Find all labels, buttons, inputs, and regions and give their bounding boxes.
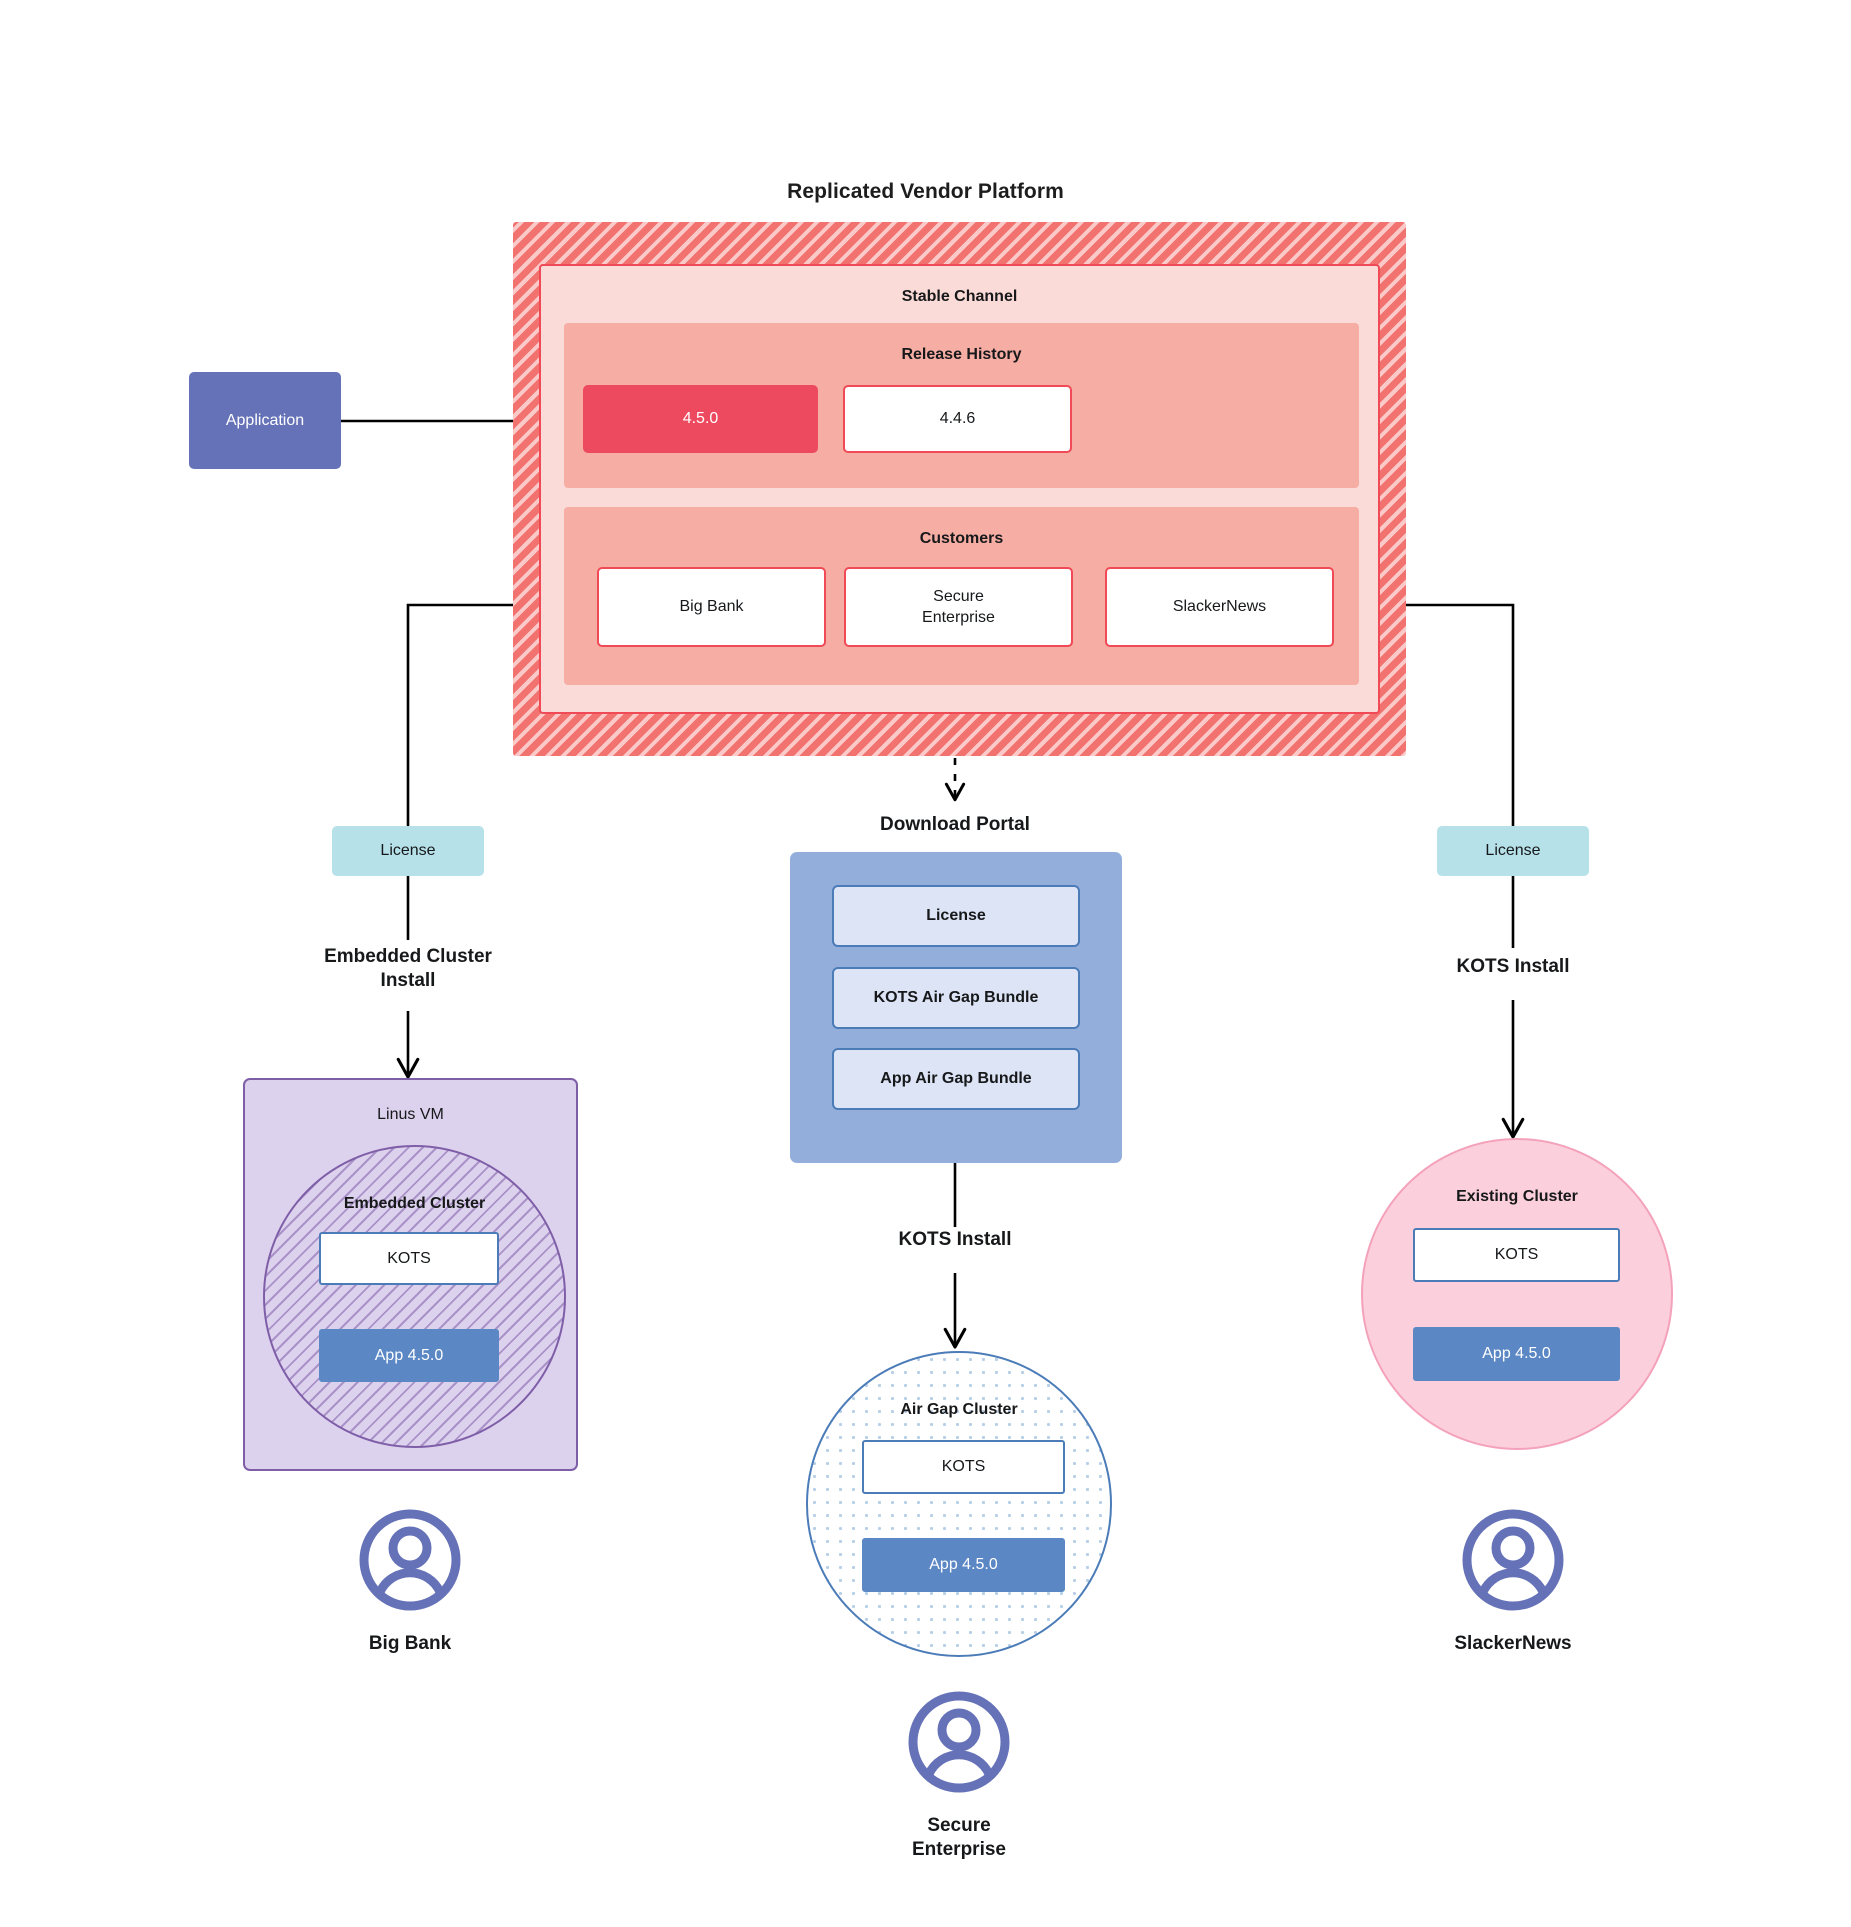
stable-channel-panel: Stable Channel Release History 4.5.0 4.4… [539, 264, 1380, 714]
avatar [1363, 1508, 1663, 1612]
portal-item-label: KOTS Air Gap Bundle [873, 989, 1039, 1006]
flow-label-kots-install-center: KOTS Install [898, 1229, 1012, 1250]
app-chip-air-gap-cluster[interactable]: App 4.5.0 [862, 1538, 1065, 1592]
page-title: Replicated Vendor Platform [787, 180, 1064, 203]
persona-secure-enterprise: Secure Enterprise [809, 1690, 1109, 1862]
license-label: License [380, 842, 436, 859]
download-portal-title: Download Portal [880, 814, 1030, 835]
embedded-cluster-title: Embedded Cluster [343, 1195, 486, 1212]
flow-label-embedded-cluster-install: Embedded Cluster Install [324, 946, 492, 991]
kots-label: KOTS [1494, 1246, 1539, 1263]
persona-big-bank: Big Bank [260, 1508, 560, 1656]
customers-title: Customers [919, 530, 1004, 547]
persona-name-label: Big Bank [368, 1633, 452, 1654]
flow-label-kots-install-right: KOTS Install [1456, 956, 1570, 977]
release-chip-current[interactable]: 4.5.0 [583, 385, 818, 453]
app-version-label: App 4.5.0 [1482, 1345, 1551, 1362]
air-gap-cluster-title: Air Gap Cluster [900, 1401, 1018, 1418]
kots-chip-existing-cluster[interactable]: KOTS [1413, 1228, 1620, 1282]
download-portal-box: License KOTS Air Gap Bundle App Air Gap … [790, 852, 1122, 1163]
app-version-label: App 4.5.0 [374, 1346, 444, 1364]
kots-label: KOTS [387, 1249, 431, 1267]
portal-item-app-air-gap-bundle[interactable]: App Air Gap Bundle [832, 1048, 1080, 1110]
application-box[interactable]: Application [189, 372, 341, 469]
linux-vm-title: Linus VM [377, 1106, 444, 1123]
embedded-cluster-circle: Embedded Cluster [263, 1145, 566, 1448]
existing-cluster-title: Existing Cluster [1456, 1188, 1578, 1205]
persona-name-label: Secure Enterprise [912, 1815, 1006, 1860]
release-version-label: 4.5.0 [682, 410, 719, 427]
release-history-panel: Release History 4.5.0 4.4.6 [564, 323, 1359, 488]
customer-name-label: Big Bank [679, 598, 744, 616]
portal-item-label: License [926, 907, 986, 924]
app-chip-embedded-cluster[interactable]: App 4.5.0 [319, 1329, 499, 1382]
kots-chip-embedded-cluster[interactable]: KOTS [319, 1232, 499, 1285]
existing-cluster-circle: Existing Cluster [1361, 1138, 1673, 1450]
release-history-title: Release History [901, 346, 1022, 363]
release-chip-previous[interactable]: 4.4.6 [843, 385, 1072, 453]
release-version-label: 4.4.6 [939, 410, 976, 427]
customers-panel: Customers Big Bank Secure Enterprise Sla… [564, 507, 1359, 685]
app-chip-existing-cluster[interactable]: App 4.5.0 [1413, 1327, 1620, 1381]
vendor-platform-container: Stable Channel Release History 4.5.0 4.4… [513, 222, 1406, 756]
application-label: Application [225, 411, 305, 429]
license-chip-right[interactable]: License [1437, 826, 1589, 876]
avatar [260, 1508, 560, 1612]
customer-chip-slackernews[interactable]: SlackerNews [1105, 567, 1334, 647]
portal-item-license[interactable]: License [832, 885, 1080, 947]
customer-chip-big-bank[interactable]: Big Bank [597, 567, 826, 647]
app-version-label: App 4.5.0 [929, 1556, 998, 1573]
user-avatar-icon [359, 1509, 461, 1611]
license-label: License [1485, 842, 1541, 859]
air-gap-cluster-circle: Air Gap Cluster [806, 1351, 1112, 1657]
user-avatar-icon [908, 1691, 1010, 1793]
kots-chip-air-gap-cluster[interactable]: KOTS [862, 1440, 1065, 1494]
user-avatar-icon [1462, 1509, 1564, 1611]
customer-name-label: SlackerNews [1172, 598, 1267, 616]
linux-vm-box: Linus VM Embedded Cluster [243, 1078, 578, 1471]
persona-name-label: SlackerNews [1454, 1633, 1572, 1654]
avatar [809, 1690, 1109, 1794]
customer-chip-secure-enterprise[interactable]: Secure Enterprise [844, 567, 1073, 647]
persona-slackernews: SlackerNews [1363, 1508, 1663, 1656]
stable-channel-title: Stable Channel [901, 288, 1018, 305]
license-chip-left[interactable]: License [332, 826, 484, 876]
portal-item-label: App Air Gap Bundle [880, 1070, 1032, 1087]
customer-name-label: Secure Enterprise [922, 587, 995, 626]
kots-label: KOTS [941, 1458, 986, 1475]
portal-item-kots-air-gap-bundle[interactable]: KOTS Air Gap Bundle [832, 967, 1080, 1029]
